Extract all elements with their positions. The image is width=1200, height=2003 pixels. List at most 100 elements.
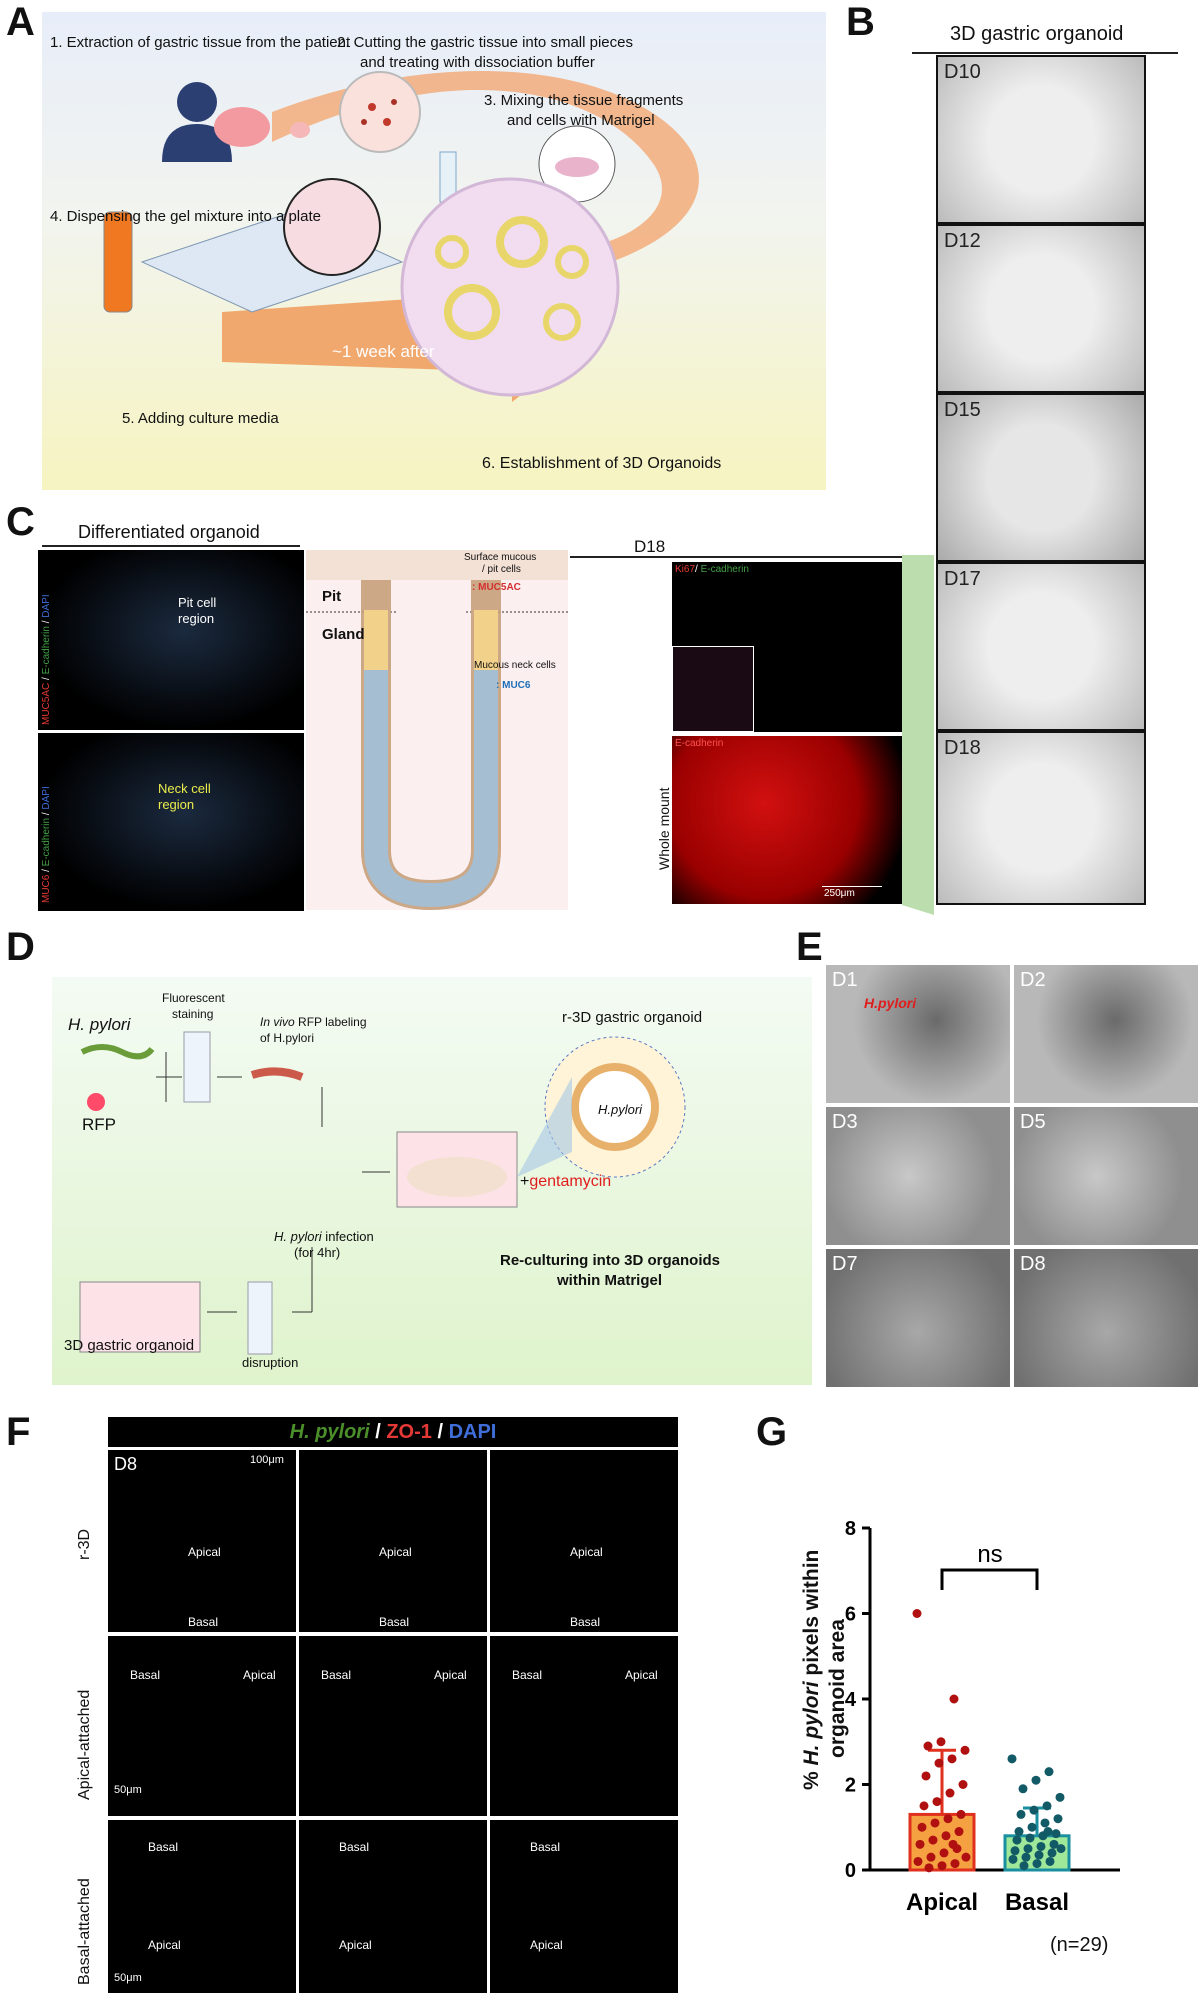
basal-label-2c: Basal (512, 1668, 543, 1682)
point-apical (949, 1694, 959, 1704)
infection-d2: D2 (1014, 965, 1198, 1103)
hpylori-label: H. pylori (68, 1015, 131, 1034)
disruption-label: disruption (242, 1355, 299, 1370)
point-apical (936, 1737, 946, 1747)
panel-f-grid: D8 100μm Apical Basal Apical Basal Apica… (108, 1450, 678, 1993)
y-tick-label-6: 6 (845, 1604, 856, 1626)
basal-label-3a: Basal (148, 1840, 179, 1854)
basal-label-2a: Basal (130, 1668, 161, 1682)
r3d-zo1: Apical Basal (490, 1450, 678, 1632)
point-basal (1023, 1844, 1033, 1854)
hpylori-icon (80, 1044, 155, 1060)
point-basal (1007, 1754, 1017, 1764)
n-label: (n=29) (1050, 1934, 1109, 1956)
infection-label-2: (for 4hr) (294, 1245, 341, 1260)
point-apical (954, 1827, 964, 1837)
muc6-marker: : MUC6 (496, 680, 531, 691)
point-apical (950, 1859, 960, 1869)
apical-label-1c: Apical (570, 1545, 603, 1559)
point-basal (1032, 1859, 1042, 1869)
point-basal (1051, 1829, 1061, 1839)
infection-d7: D7 (826, 1249, 1010, 1387)
fluor-label-1: Fluorescent (162, 991, 225, 1005)
day-label-d12: D12 (944, 230, 981, 252)
r3d-label: r-3D gastric organoid (562, 1009, 703, 1026)
point-basal (1025, 1833, 1035, 1843)
surface-label-2: / pit cells (482, 564, 521, 575)
panel-letter-d: D (6, 925, 35, 969)
apical-label-3c: Apical (530, 1938, 563, 1952)
day-label-d17: D17 (944, 568, 981, 590)
day-label-e-d1: D1 (832, 969, 858, 991)
point-apical (921, 1771, 931, 1781)
point-apical (961, 1852, 971, 1862)
patient-head-icon (177, 82, 217, 122)
point-apical (913, 1856, 923, 1866)
basal-label-3b: Basal (339, 1840, 370, 1854)
ki67-image: Ki67/ E-cadherin (672, 562, 902, 732)
day-label-d18: D18 (944, 737, 981, 759)
y-axis-label: % H. pylori pixels within (800, 1549, 823, 1790)
muc6-stain-label: MUC6 / E-cadherin / DAPI (41, 786, 52, 903)
muc5ac-marker: : MUC5AC (472, 582, 521, 593)
day-label-e-d3: D3 (832, 1111, 858, 1133)
point-basal (1021, 1852, 1031, 1862)
day-label-d15: D15 (944, 399, 981, 421)
organoid-dish-icon (400, 177, 620, 397)
y-axis-label-2: organoid area (826, 1619, 849, 1758)
whole-mount-image: E-cadherin 250μm (672, 736, 902, 904)
gentamycin-label: +gentamycin (520, 1173, 612, 1190)
apical-label-2b: Apical (434, 1668, 467, 1682)
day-label-e-d7: D7 (832, 1253, 858, 1275)
panel-b-title: 3D gastric organoid (950, 23, 1124, 45)
point-basal (1055, 1792, 1065, 1802)
step6-label: 6. Establishment of 3D Organoids (482, 455, 722, 472)
row-label-r3d: r-3D (76, 1528, 93, 1560)
point-apical (934, 1758, 944, 1768)
panel-letter-a: A (6, 0, 35, 44)
x-tick-label-apical: Apical (906, 1889, 978, 1916)
gland-label: Gland (322, 626, 365, 643)
gastric-organoid-well-icon (79, 1281, 201, 1353)
invivo-label-1: In vivo RFP labeling (260, 1015, 367, 1029)
brightfield-d18: D18 (938, 733, 1144, 903)
invivo-label-2: of H.pylori (260, 1031, 315, 1045)
apical-label-2c: Apical (625, 1668, 658, 1682)
point-apical (939, 1848, 949, 1858)
point-apical (937, 1861, 947, 1871)
day-label-e-d5: D5 (1020, 1111, 1046, 1133)
significance-bracket (940, 1568, 1039, 1590)
staining-tube-icon (183, 1031, 211, 1103)
apical-label-1b: Apical (379, 1545, 412, 1559)
step2-label-1: 2. Cutting the gastric tissue into small… (337, 34, 633, 51)
point-apical (947, 1754, 957, 1764)
point-basal (1018, 1784, 1028, 1794)
point-apical (917, 1822, 927, 1832)
step1-label: 1. Extraction of gastric tissue from the… (50, 34, 351, 51)
scale-label-100: 100μm (250, 1454, 284, 1466)
point-apical (912, 1609, 922, 1618)
point-apical (923, 1741, 933, 1751)
point-basal (1012, 1835, 1022, 1845)
r3d-hpylori: Apical Basal (299, 1450, 487, 1632)
panel-letter-c: C (6, 500, 35, 544)
point-apical (930, 1818, 940, 1828)
day-label-d10: D10 (944, 61, 981, 83)
y-tick-label-0: 0 (845, 1860, 856, 1882)
point-apical (958, 1780, 968, 1789)
point-apical (924, 1863, 934, 1873)
tissue-piece-icon (290, 122, 310, 138)
apical-attached-hpylori: Basal Apical (299, 1636, 487, 1816)
panel-letter-f: F (6, 1410, 31, 1454)
point-apical (943, 1814, 953, 1824)
reculture-label-2: within Matrigel (557, 1272, 662, 1289)
point-apical (915, 1839, 925, 1849)
hpylori-pointer: H.pylori (864, 995, 917, 1011)
point-apical (941, 1831, 951, 1841)
brightfield-d12: D12 (938, 226, 1144, 391)
basal-label-2b: Basal (321, 1668, 352, 1682)
infection-timecourse: D1 H.pylori D2 D3 D5 D7 D8 (826, 965, 1198, 1387)
ecad-label: E-cadherin (675, 738, 724, 749)
reculture-label-1: Re-culturing into 3D organoids (500, 1252, 720, 1269)
